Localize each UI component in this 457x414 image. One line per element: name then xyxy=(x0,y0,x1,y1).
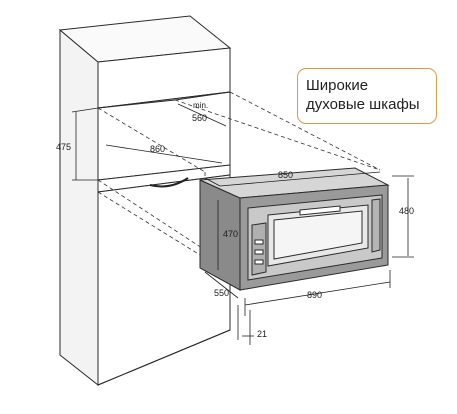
dim-oven-depth: 550 xyxy=(214,288,229,298)
caption-line-2: духовые шкафы xyxy=(306,96,420,113)
dim-oven-width-top: 850 xyxy=(278,170,293,180)
dim-oven-body-height: 470 xyxy=(223,229,238,239)
dim-front-protrusion: 21 xyxy=(257,329,267,339)
caption-callout: Широкие духовые шкафы xyxy=(297,68,437,124)
dimension-lines xyxy=(71,103,414,345)
dim-oven-front-width: 890 xyxy=(307,290,322,300)
insert-arrow xyxy=(149,177,189,188)
dim-oven-front-height: 480 xyxy=(399,206,414,216)
dim-min-label: min. xyxy=(193,101,208,110)
dim-niche-width: 860 xyxy=(150,144,165,154)
dim-niche-depth: 560 xyxy=(192,113,207,123)
caption-line-1: Широкие xyxy=(306,77,369,94)
cabinet-unit xyxy=(58,15,232,387)
dim-cabinet-height: 475 xyxy=(56,142,71,152)
